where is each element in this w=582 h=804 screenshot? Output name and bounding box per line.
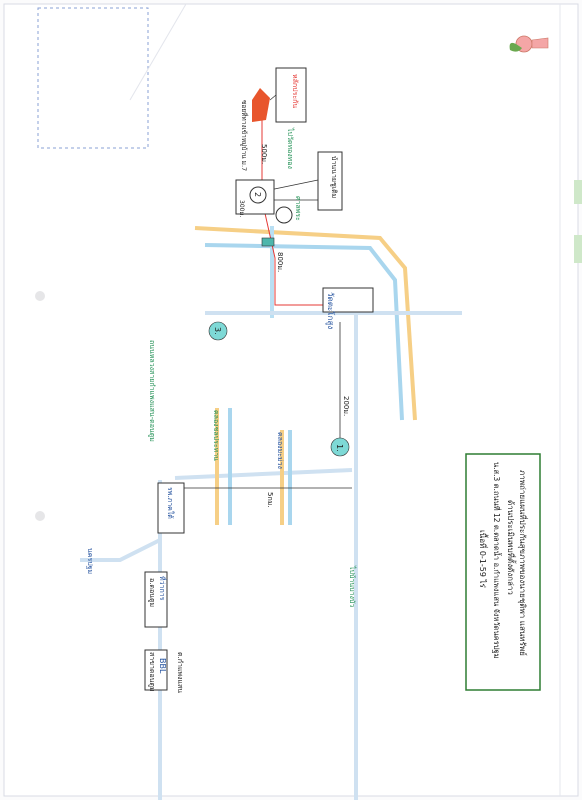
hospital-label: รพ.ภาคใต้ <box>166 487 175 519</box>
alley-label: ซอยที่ทางเข้าหมู่บ้าน ม.7 <box>240 100 249 171</box>
bank-box <box>144 649 168 691</box>
district-label-1: ที่ว่าการ <box>158 576 167 601</box>
marker-2-label: 2 <box>253 192 262 197</box>
parcel-label-box <box>275 67 307 123</box>
distance-5km: 5กม. <box>266 492 274 508</box>
bank-label-2: สาขาดอนตูม <box>148 652 156 692</box>
distance-800: 800ม. <box>276 252 284 272</box>
nakhon-pathom-label: นครปฐม <box>86 548 94 574</box>
village-box <box>317 151 343 211</box>
parcel-shape <box>252 88 270 122</box>
distance-500: 500ม. <box>260 144 268 164</box>
title-line-1: ภาพถ่ายแผนที่ประกันสุขภาพของนายชุติพา แส… <box>518 470 529 656</box>
title-line-4: เนื้อที่ 0-1-59 ไร่ <box>478 530 489 589</box>
to-temple-label: ไปวัดทองทอง <box>286 127 295 169</box>
district-label-2: อ.ดอนตูม <box>148 578 156 607</box>
punch-hole <box>35 291 45 301</box>
road-blue <box>204 243 404 421</box>
route-line <box>261 118 323 306</box>
info-box <box>465 453 541 691</box>
district-office-box <box>144 571 168 628</box>
hospital-box <box>157 482 185 534</box>
bridge-icon <box>261 237 275 247</box>
tab-marker <box>574 235 582 263</box>
marker-2-circle <box>249 186 267 204</box>
village-label: บ้านนายชูเติม <box>330 156 338 198</box>
marker-3 <box>208 321 228 341</box>
road-yellow <box>194 226 417 421</box>
bank-label-1: BBL <box>158 658 167 674</box>
distance-200: 200ม. <box>342 396 350 416</box>
marker-3-label: 3. <box>213 327 222 335</box>
road-5km <box>174 468 353 480</box>
canal-left-label: คลองชลประทาน <box>212 410 220 461</box>
sala-circle <box>275 206 293 224</box>
stamp-outline <box>37 7 149 149</box>
logo-icon <box>509 35 549 53</box>
road-to-nakhon-pathom <box>80 538 161 562</box>
tab-marker <box>574 180 582 204</box>
to-bang-bua-label: ไปบ้านบางบัว <box>348 565 357 607</box>
sala-label: ศาลพระ <box>294 196 302 221</box>
wat-box <box>322 287 374 313</box>
title-line-3: น.ส.3 ต.ถนนที่ 12 ต.ตลาดน้ำ อ.กำแพงแสน จ… <box>492 462 502 659</box>
title-line-2: ด้านประเมินพบที่ตั้งดังกล่าว <box>506 500 517 595</box>
marker-1-label: 1. <box>335 444 344 452</box>
paper-fold <box>129 3 187 101</box>
parcel-label: หลักประกัน <box>291 74 299 108</box>
kamphaeng-saen-label: ต.กำแพงแสน <box>176 652 184 693</box>
distance-300: 300ม. <box>238 200 245 217</box>
wat-label: วัดตะโกสูง <box>325 292 336 329</box>
canal-right-label: คลองมะม่วง <box>276 432 284 469</box>
punch-hole <box>35 511 45 521</box>
road-label: ถนนหลวงสายกำแพงแสน-ดอนตูม <box>148 340 156 442</box>
marker-1 <box>330 437 350 457</box>
